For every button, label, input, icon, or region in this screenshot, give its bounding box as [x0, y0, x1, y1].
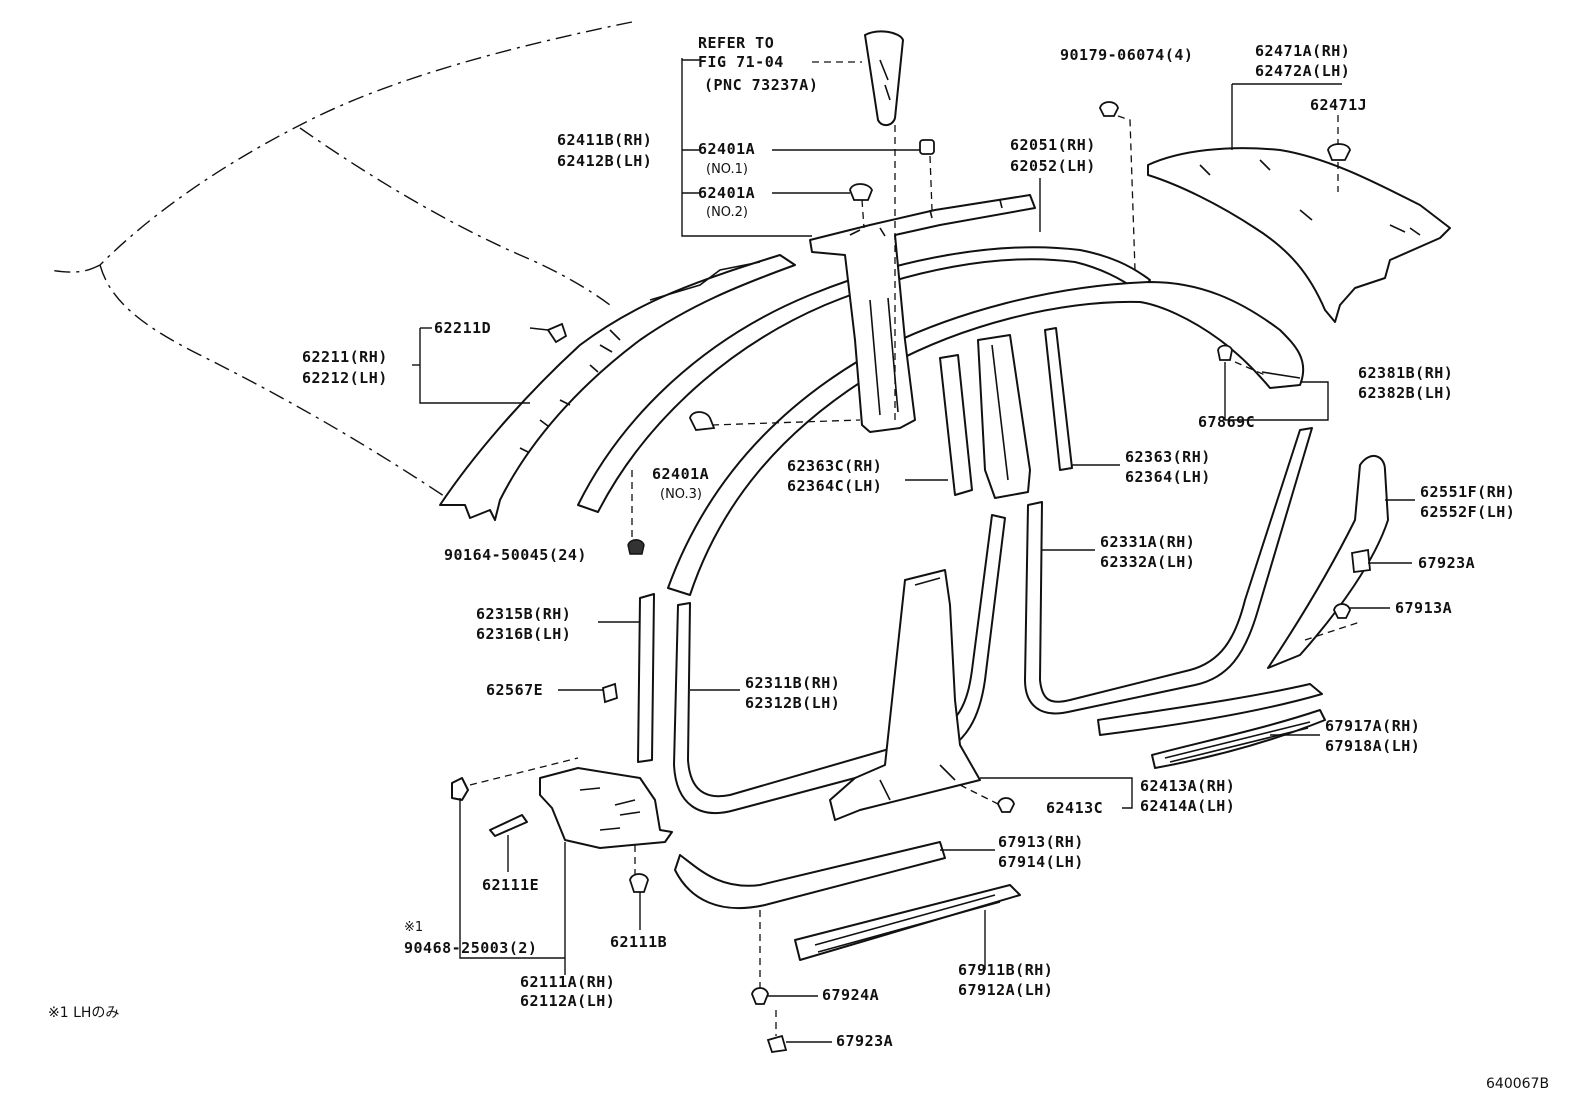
label-62364c: 62364C(LH)	[787, 477, 882, 495]
label-62111e: 62111E	[482, 876, 539, 894]
clip-67913a	[1333, 603, 1351, 619]
label-90468: 90468-25003(2)	[404, 939, 537, 957]
clip-90468	[451, 777, 469, 801]
label-67923a-2: 67923A	[836, 1032, 893, 1050]
label-62363: 62363(RH)	[1125, 448, 1211, 466]
clip-62413c	[997, 797, 1015, 813]
label-67869c: 67869C	[1198, 413, 1255, 431]
center-pillar-lower-62413a	[829, 569, 981, 821]
assist-grip-cover	[864, 30, 904, 126]
label-90164: 90164-50045(24)	[444, 546, 587, 564]
label-62401a-3: 62401A	[652, 465, 709, 483]
scuff-67913	[674, 841, 946, 910]
label-note-mark: ※1	[404, 920, 423, 935]
label-62382b: 62382B(LH)	[1358, 384, 1453, 402]
clip-90179	[1099, 101, 1119, 117]
label-refer-to: REFER TO	[698, 34, 774, 52]
clip-67923a-2	[766, 1034, 788, 1053]
label-62413a: 62413A(RH)	[1140, 777, 1235, 795]
label-62401a-2: 62401A	[698, 184, 755, 202]
cowl-side-trim-62111a	[451, 593, 673, 893]
door-opening-trim-62331a	[1024, 427, 1313, 715]
center-pillar-upper-62411b	[809, 194, 1036, 433]
label-no2: (NO.2)	[706, 205, 748, 220]
clip-62401a-no2	[849, 183, 873, 201]
upper-clips	[546, 30, 1351, 555]
clip-62401a-no1	[919, 139, 935, 155]
label-62414a: 62414A(LH)	[1140, 797, 1235, 815]
label-67917a: 67917A(RH)	[1325, 717, 1420, 735]
strip-62363c	[939, 354, 973, 496]
door-opening-trim-62311b	[673, 514, 1006, 814]
label-62051: 62051(RH)	[1010, 136, 1096, 154]
label-62413c: 62413C	[1046, 799, 1103, 817]
label-62363c: 62363C(RH)	[787, 457, 882, 475]
label-62551f: 62551F(RH)	[1420, 483, 1515, 501]
label-62471a: 62471A(RH)	[1255, 42, 1350, 60]
label-62331a: 62331A(RH)	[1100, 533, 1195, 551]
label-67912a: 67912A(LH)	[958, 981, 1053, 999]
label-62112a: 62112A(LH)	[520, 992, 615, 1010]
label-67913: 67913(RH)	[998, 833, 1084, 851]
label-no3: (NO.3)	[660, 487, 702, 502]
scuff-67917a	[1097, 683, 1323, 736]
label-62316b: 62316B(LH)	[476, 625, 571, 643]
label-62052: 62052(LH)	[1010, 157, 1096, 175]
quarter-trim-62551f	[1267, 455, 1389, 669]
clip-67924a	[751, 987, 769, 1005]
clip-62567e	[602, 682, 618, 704]
label-62211: 62211(RH)	[302, 348, 388, 366]
label-67918a: 67918A(LH)	[1325, 737, 1420, 755]
label-62567e: 62567E	[486, 681, 543, 699]
label-62111a: 62111A(RH)	[520, 973, 615, 991]
pillar-62315b	[637, 593, 655, 763]
label-62212: 62212(LH)	[302, 369, 388, 387]
package-tray-trim-62471a	[1147, 147, 1451, 323]
label-62472a: 62472A(LH)	[1255, 62, 1350, 80]
screw-90164	[627, 539, 645, 555]
label-62211d: 62211D	[434, 319, 491, 337]
clip-62401a-no3	[689, 411, 716, 431]
clip-62211d	[546, 322, 568, 344]
clip-62111b	[629, 873, 649, 893]
label-67914: 67914(LH)	[998, 853, 1084, 871]
label-62311b: 62311B(RH)	[745, 674, 840, 692]
label-62111b: 62111B	[610, 933, 667, 951]
car-body-outline	[49, 21, 633, 501]
label-62315b: 62315B(RH)	[476, 605, 571, 623]
label-no1: (NO.1)	[706, 162, 748, 177]
label-62381b: 62381B(RH)	[1358, 364, 1453, 382]
leader-lines	[412, 58, 1415, 1043]
label-62552f: 62552F(LH)	[1420, 503, 1515, 521]
label-90179: 90179-06074(4)	[1060, 46, 1193, 64]
scuff-plates	[674, 683, 1326, 961]
label-67924a: 67924A	[822, 986, 879, 1004]
label-62412b: 62412B(LH)	[557, 152, 652, 170]
label-67913a: 67913A	[1395, 599, 1452, 617]
label-62401a-1: 62401A	[698, 140, 755, 158]
label-fig-7104: FIG 71-04	[698, 53, 784, 71]
clip-62471j	[1327, 143, 1351, 161]
strip-62363	[1044, 327, 1073, 471]
label-62364: 62364(LH)	[1125, 468, 1211, 486]
screw-62111e	[489, 814, 528, 837]
strip-center	[977, 334, 1031, 499]
label-67923a-1: 67923A	[1418, 554, 1475, 572]
footnote-lh-only: ※1 LHのみ	[48, 1005, 119, 1021]
label-62471j: 62471J	[1310, 96, 1367, 114]
label-62312b: 62312B(LH)	[745, 694, 840, 712]
clip-67869c	[1217, 344, 1233, 361]
lower-clips	[751, 548, 1371, 1053]
front-pillar-garnish-62211	[439, 254, 796, 521]
label-62411b: 62411B(RH)	[557, 131, 652, 149]
figure-code: 640067B	[1486, 1076, 1549, 1092]
labels: REFER TO FIG 71-04 (PNC 73237A) 62411B(R…	[48, 34, 1549, 1092]
label-pnc: (PNC 73237A)	[704, 76, 818, 94]
pillar-strips	[939, 327, 1073, 499]
label-67911b: 67911B(RH)	[958, 961, 1053, 979]
label-62332a: 62332A(LH)	[1100, 553, 1195, 571]
clip-67923a-1	[1351, 548, 1371, 574]
